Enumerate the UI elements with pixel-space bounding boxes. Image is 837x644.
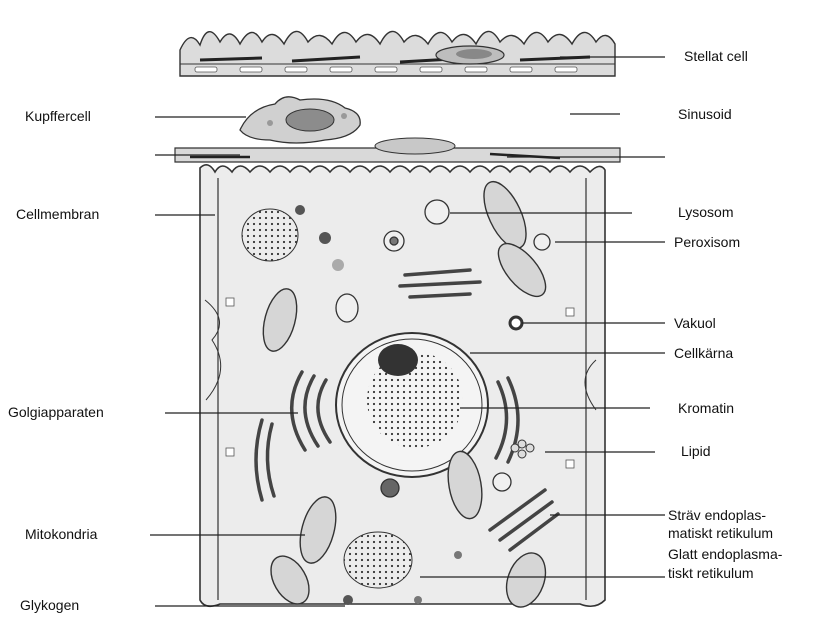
label-vakuol: Vakuol [674,315,716,332]
label-cellmembran: Cellmembran [16,206,99,223]
label-glatt-er-line2: tiskt retikulum [668,565,754,582]
label-glatt-er-line1: Glatt endoplasma- [668,546,782,563]
label-peroxisom: Peroxisom [674,234,740,251]
label-sinusoid: Sinusoid [678,106,732,123]
stellate-layer [180,31,615,76]
label-kromatin: Kromatin [678,400,734,417]
label-strav-er-line2: matiskt retikulum [668,525,773,542]
label-stellat-cell: Stellat cell [684,48,748,65]
label-glykogen: Glykogen [20,597,79,614]
label-golgiapparaten: Golgiapparaten [8,404,104,421]
kupffer-cell-shape [240,97,360,143]
label-cellkarna: Cellkärna [674,345,733,362]
label-lipid: Lipid [681,443,711,460]
endothelium [175,138,620,162]
label-strav-er-line1: Sträv endoplas- [668,507,766,524]
label-lysosom: Lysosom [678,204,734,221]
label-kupffercell: Kupffercell [25,108,91,125]
label-mitokondria: Mitokondria [25,526,97,543]
